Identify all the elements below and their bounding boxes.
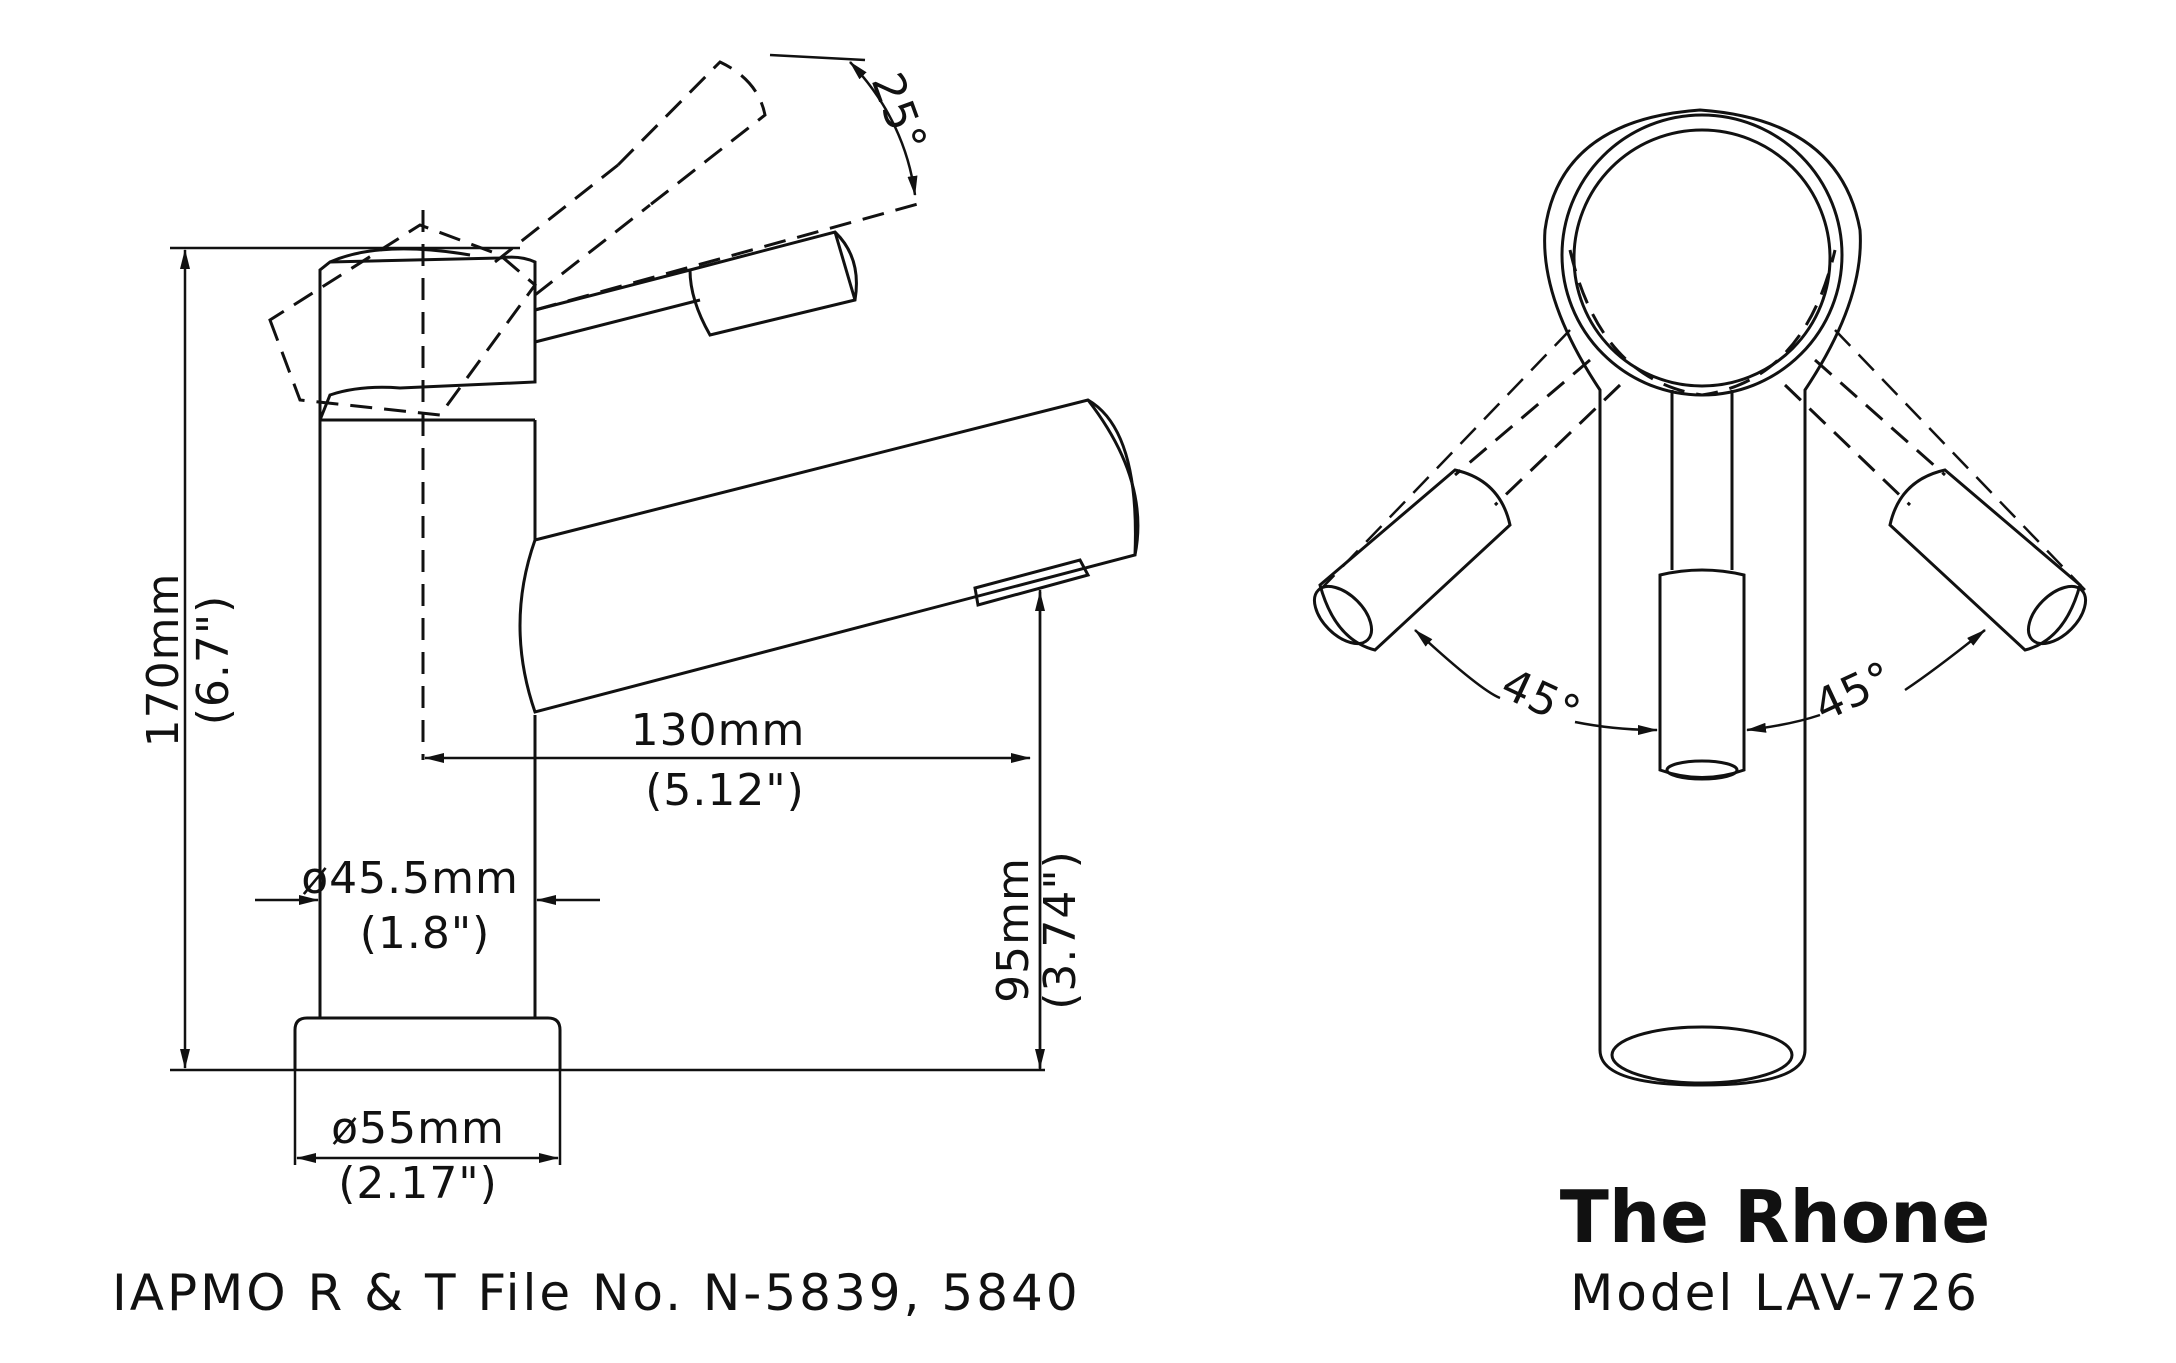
faucet-base — [293, 1016, 562, 1070]
top-dimensions — [1414, 629, 1986, 735]
side-view — [268, 60, 1140, 1070]
reach-in-label: (5.12") — [645, 765, 805, 816]
height-in-label: (6.7") — [188, 595, 239, 726]
lever-tilt-label: 25° — [861, 66, 937, 160]
rotation-arc-right — [1904, 629, 1986, 692]
body-diameter-mm-label: ø45.5mm — [301, 853, 519, 904]
reach-mm-label: 130mm — [631, 705, 806, 756]
top-view — [1312, 108, 2088, 1087]
top-labels: 45° 45° — [1494, 652, 1902, 739]
handle-top-outer-ring — [1560, 113, 1844, 397]
top-view-body — [1543, 108, 1862, 1087]
right-lever-grip — [1888, 468, 2082, 652]
body-diameter-in-label: (1.8") — [360, 908, 491, 959]
product-title: The Rhone — [1560, 1175, 1991, 1259]
certification-text: IAPMO R & T File No. N-5839, 5840 — [112, 1264, 1081, 1322]
rotation-arc-left — [1414, 629, 1501, 700]
faucet-spout — [518, 398, 1137, 714]
spout-height-in-label: (3.74") — [1035, 850, 1086, 1010]
base-diameter-mm-label: ø55mm — [331, 1103, 505, 1154]
tilt-angle-arc — [849, 61, 918, 196]
height-mm-label: 170mm — [138, 573, 189, 748]
model-number: Model LAV-726 — [1570, 1264, 1980, 1322]
lever-grip — [688, 230, 858, 337]
side-labels: 170mm (6.7") 130mm (5.12") ø45.5mm (1.8"… — [138, 66, 1086, 1209]
spout-height-mm-label: 95mm — [988, 857, 1039, 1003]
rotation-right-label: 45° — [1806, 652, 1901, 732]
rotation-left-label: 45° — [1494, 659, 1589, 739]
spout-aerator — [973, 558, 1091, 607]
left-lever-grip — [1318, 468, 1512, 652]
handle-head — [318, 255, 537, 421]
side-dimensions — [170, 53, 1045, 1165]
center-lever-grip — [1658, 568, 1746, 779]
base-diameter-in-label: (2.17") — [338, 1158, 498, 1209]
spout-outlet — [1610, 1025, 1794, 1085]
handle-head-tilted — [268, 223, 538, 417]
handle-top-inner-ring — [1572, 128, 1832, 388]
